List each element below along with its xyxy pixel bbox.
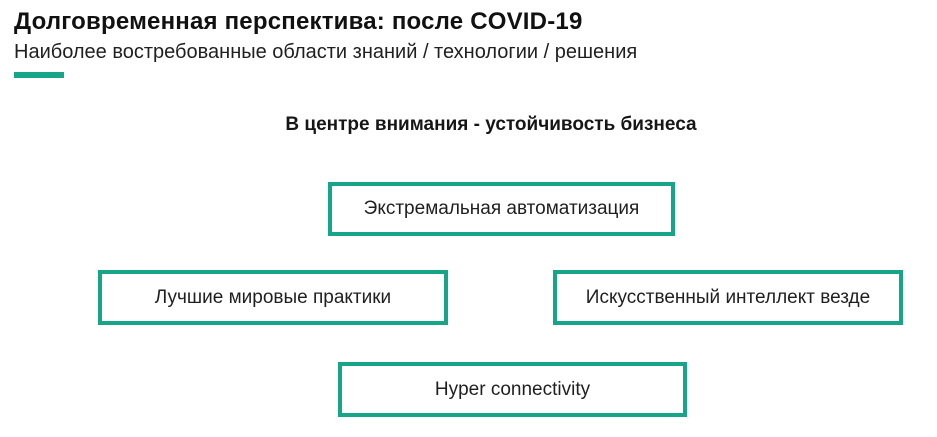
topic-box-hyper-connectivity: Hyper connectivity <box>338 362 687 417</box>
topic-box-label: Экстремальная автоматизация <box>363 198 640 219</box>
page-title: Долговременная перспектива: после COVID-… <box>14 8 583 35</box>
topic-box-label: Лучшие мировые практики <box>154 286 392 308</box>
topic-box-ai-everywhere: Искусственный интеллект везде <box>553 270 903 325</box>
section-heading: В центре внимания - устойчивость бизнеса <box>285 114 697 135</box>
page-subtitle: Наиболее востребованные области знаний /… <box>14 41 638 63</box>
topic-box-label: Hyper connectivity <box>434 378 591 400</box>
topic-box-best-world-practices: Лучшие мировые практики <box>98 270 448 325</box>
topic-box-extreme-automation: Экстремальная автоматизация <box>328 182 675 236</box>
accent-bar <box>14 72 64 78</box>
topic-box-label: Искусственный интеллект везде <box>585 286 871 308</box>
